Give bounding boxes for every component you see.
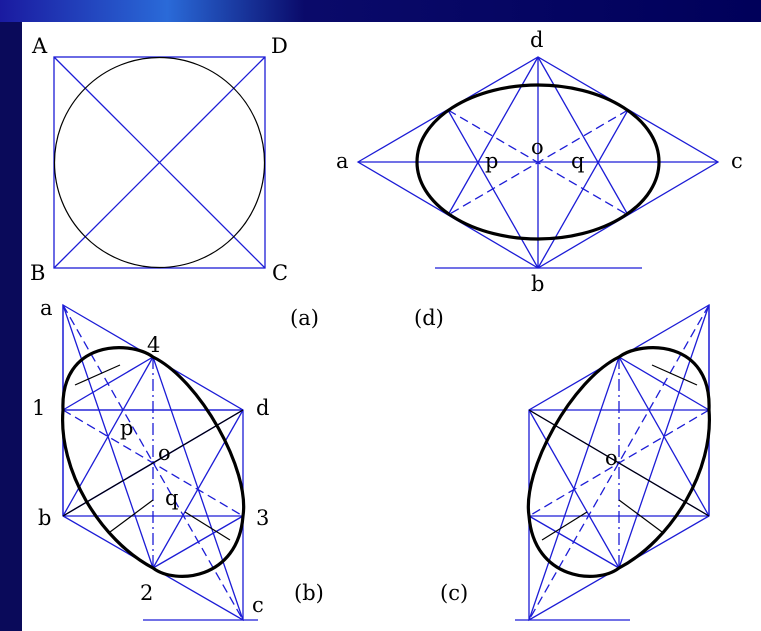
radius-arrow-1	[74, 364, 121, 386]
content-panel	[22, 22, 761, 631]
point-label-q: q	[165, 486, 178, 510]
radius-arrow-2	[184, 511, 231, 541]
figure-d: d a c b o p q (d)	[336, 28, 743, 330]
line-d-2	[152, 409, 244, 569]
vertex-label-b: b	[531, 272, 544, 296]
vertex-label-C: C	[272, 261, 288, 285]
point-label-3: 3	[256, 506, 269, 530]
center-label-o: o	[531, 135, 544, 159]
caption-a: (a)	[290, 306, 319, 330]
vertex-label-D: D	[271, 34, 288, 58]
vertex-label-c: c	[731, 149, 743, 173]
vertex-label-a: a	[336, 149, 349, 173]
vertex-label-B: B	[30, 261, 45, 285]
vertex-label-b: b	[38, 506, 51, 530]
inscribed-circle	[53, 56, 266, 269]
figure-c: o (c)	[440, 303, 711, 622]
vertex-label-d: d	[256, 396, 269, 420]
black-diagonal	[62, 409, 244, 517]
vertex-label-d: d	[530, 28, 543, 52]
line-d-to-ab-mid	[447, 56, 539, 216]
vertex-label-a: a	[40, 296, 53, 320]
ellipse-outline-c	[526, 346, 711, 578]
black-diagonal-c	[528, 409, 710, 517]
dashed-line-2	[447, 109, 629, 216]
caption-b: (b)	[294, 581, 324, 605]
line-c-5	[618, 356, 710, 517]
point-label-1: 1	[32, 396, 45, 420]
point-label-p: p	[485, 149, 498, 173]
point-label-4: 4	[147, 333, 160, 357]
figure-b: a 4 1 d p o q b 3 2 c (b)	[32, 296, 324, 622]
radius-arrow-c3	[618, 499, 663, 533]
radius-arrow-c1	[651, 364, 698, 386]
ellipse-outline-d	[415, 83, 661, 241]
figure-a: A D B C (a)	[30, 34, 319, 330]
radius-arrow-3	[109, 499, 154, 533]
line-d-to-bc-mid	[537, 56, 629, 216]
vertex-label-c: c	[252, 593, 264, 617]
line-c-6	[528, 409, 620, 569]
slide-header-bar	[0, 0, 761, 22]
point-label-p: p	[120, 416, 133, 440]
point-label-q: q	[571, 149, 584, 173]
caption-c: (c)	[440, 581, 468, 605]
center-label-o: o	[605, 446, 618, 470]
ellipse-outline-b	[61, 346, 246, 578]
point-label-2: 2	[140, 581, 153, 605]
diagonal-bd	[53, 56, 266, 269]
radius-arrow-c2	[541, 511, 588, 541]
caption-d: (d)	[414, 306, 444, 330]
center-label-o: o	[158, 441, 171, 465]
line-4-b	[62, 356, 154, 517]
vertex-label-A: A	[31, 34, 48, 58]
